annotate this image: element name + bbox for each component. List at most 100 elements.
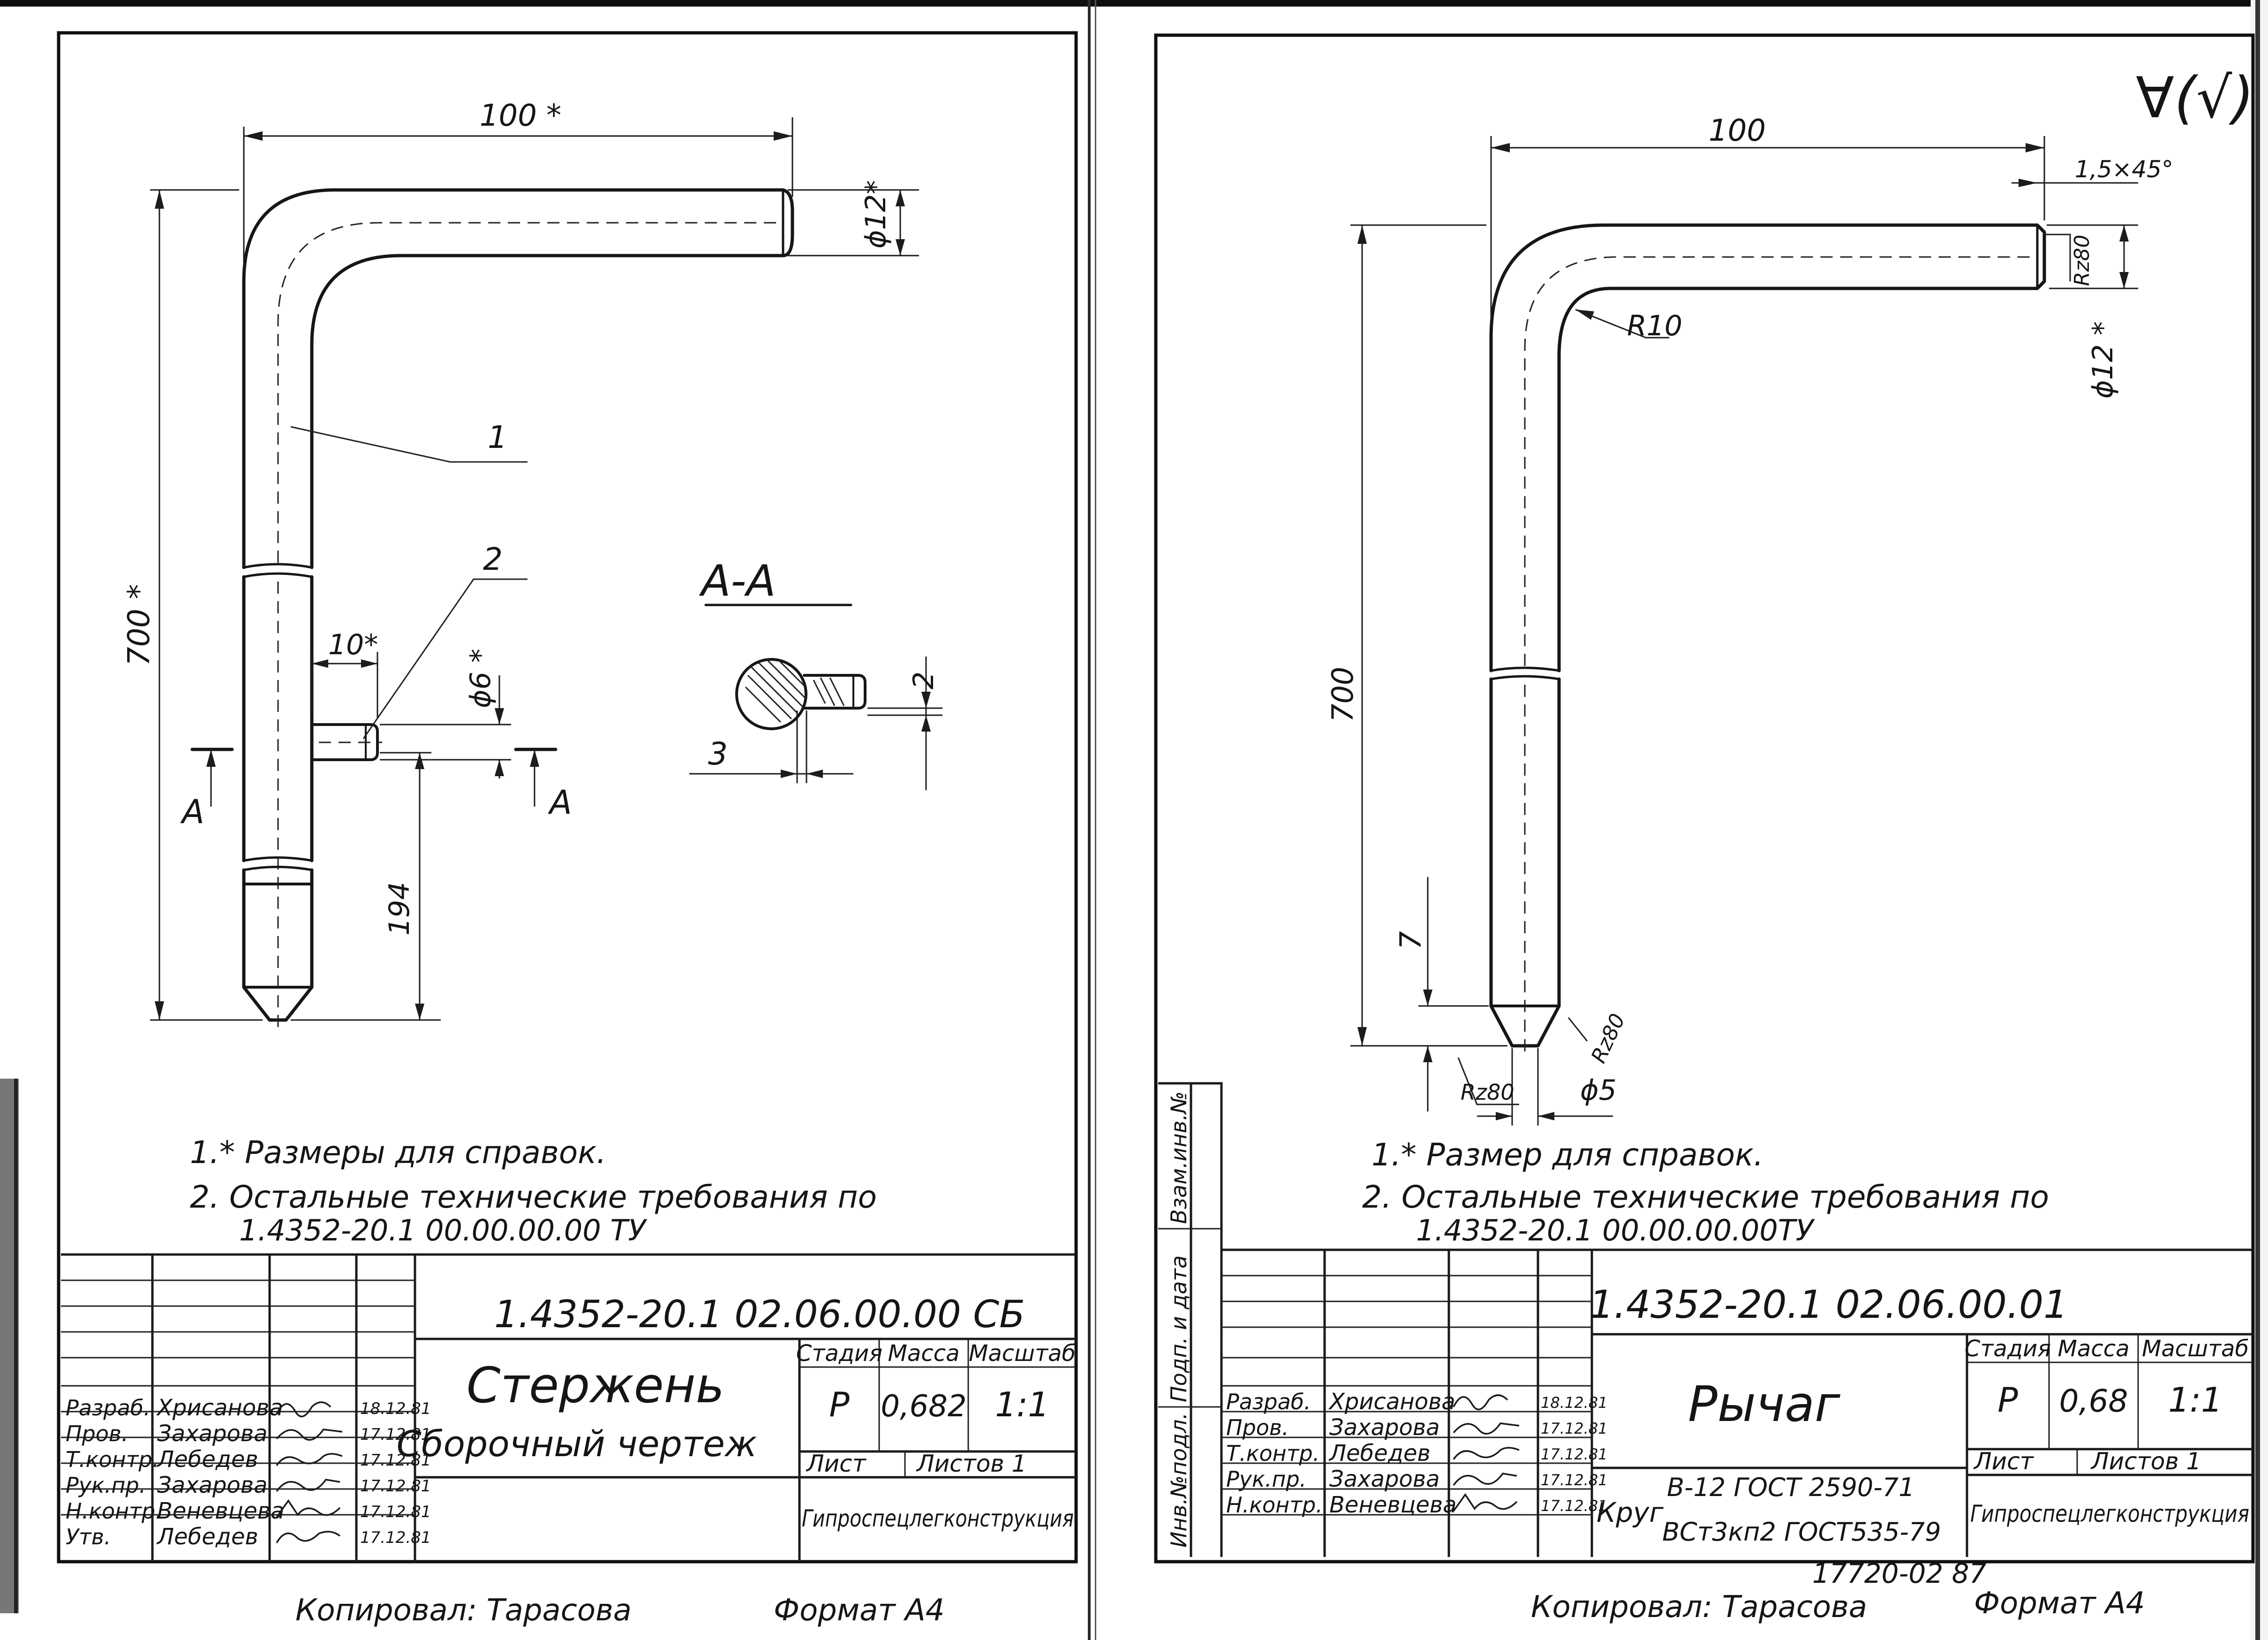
dim-roughness-end: Rz80 (2070, 234, 2094, 286)
section-dim-3: 3 (708, 736, 728, 772)
right-notes: 1.* Размер для справок. 2. Остальные тех… (1362, 1137, 2049, 1247)
left-footer: Копировал: Тарасова Формат А4 (295, 1593, 945, 1628)
designation: 1.4352-20.1 02.06.00.00 СБ (494, 1292, 1025, 1336)
callout-part-2: 2 (483, 541, 503, 577)
signature-row (1453, 1394, 1520, 1512)
material-line-2: ВСт3кп2 ГОСТ535-79 (1662, 1517, 1941, 1547)
organization: Гипроспецлегконструкция (1970, 1500, 2249, 1527)
name-row: Захарова (1329, 1414, 1440, 1441)
role-row: Т.контр. (66, 1447, 159, 1472)
part-name: Стержень (467, 1357, 724, 1414)
date-row: 17.12.81 (360, 1451, 431, 1470)
dim-diameter-rod: ϕ12 * (2087, 321, 2119, 399)
left-title-block: 1.4352-20.1 02.06.00.00 СБ Стержень Сбор… (61, 1253, 1076, 1562)
mass-value: 0,682 (881, 1389, 966, 1424)
name-row: Захарова (157, 1421, 268, 1447)
roughness-mark: ∀(√) (2136, 66, 2254, 131)
hdr-stage: Стадия (1965, 1336, 2051, 1362)
hdr-scale: Масштаб (2142, 1336, 2249, 1362)
dim-pin-diameter: ϕ6 * (464, 649, 497, 708)
dim-pin-offset: 10* (328, 628, 378, 661)
dim-height-pin: 194 (383, 882, 416, 936)
date-row: 17.12.81 (1541, 1445, 1608, 1463)
format-label: Формат А4 (1974, 1586, 2145, 1621)
date-row: 17.12.81 (360, 1425, 431, 1444)
left-rod (242, 188, 794, 1027)
section-a-a: A-A 3 2 (689, 556, 942, 790)
name-row: Веневцева (157, 1498, 285, 1524)
scan-top-edge (0, 0, 2268, 7)
dim-chamfer: 1,5×45° (2075, 156, 2173, 183)
stage-value: Р (1997, 1380, 2018, 1420)
name-row: Лебедев (156, 1446, 258, 1473)
dim-height-total: 700 * (122, 584, 157, 666)
role-row: Т.контр. (1226, 1441, 1319, 1466)
scale-value: 1:1 (995, 1385, 1049, 1424)
hdr-stage: Стадия (796, 1340, 882, 1367)
right-dimension-labels: 100 1,5×45° Rz80 R10 ϕ12 * 700 7 Rz80 Rz… (1326, 113, 2173, 1107)
dim-length-top: 100 (1709, 113, 1766, 148)
left-frame (57, 31, 1078, 1564)
stamp-number: 17720-02 87 (1812, 1557, 1987, 1589)
date-row: 17.12.81 (360, 1503, 431, 1521)
left-dimension-labels: 100 * ϕ12* 700 * 10* ϕ6 * 194 A A 1 2 (122, 98, 892, 936)
signature-row (276, 1401, 343, 1543)
section-title: A-A (699, 556, 776, 606)
role-row: Разраб. (66, 1395, 151, 1421)
sheets-label: Листов 1 (2090, 1448, 2201, 1475)
drawing-subtitle: Сборочный чертеж (397, 1423, 757, 1465)
designation: 1.4352-20.1 02.06.00.01 (1590, 1283, 2068, 1327)
hdr-mass: Масса (2057, 1336, 2129, 1362)
date-row: 18.12.81 (1541, 1394, 1608, 1412)
left-sheet: 100 * ϕ12* 700 * 10* ϕ6 * 194 A A 1 2 A-… (57, 31, 1078, 1628)
date-row: 17.12.81 (1541, 1471, 1608, 1489)
name-row: Лебедев (156, 1524, 258, 1550)
role-row: Рук.пр. (66, 1473, 146, 1498)
right-title-block: 1.4352-20.1 02.06.00.01 Рычаг Стадия Мас… (1221, 1248, 2253, 1557)
role-row: Разраб. (1226, 1389, 1311, 1414)
dim-roughness-tip-left: Rz80 (1461, 1080, 1515, 1105)
side-label-vzam-inv: Взам.инв.№ (1166, 1091, 1191, 1224)
dim-tip-length: 7 (1394, 931, 1428, 950)
role-row: Н.контр. (66, 1498, 162, 1524)
section-dim-2: 2 (907, 672, 940, 689)
scan-right-edge-line (2255, 0, 2260, 1640)
callout-part-1: 1 (488, 419, 507, 455)
right-sheet: ∀(√) (1154, 33, 2255, 1625)
role-row: Утв. (66, 1524, 111, 1549)
name-row: Хрисанова (1328, 1389, 1455, 1415)
role-row: Рук.пр. (1226, 1466, 1306, 1492)
right-rod (1489, 223, 2046, 1053)
right-footer: 17720-02 87 Копировал: Тарасова Формат А… (1531, 1557, 2145, 1625)
side-label-podp-data: Подп. и дата (1166, 1255, 1191, 1402)
dim-tip-diameter: ϕ5 (1580, 1074, 1617, 1107)
name-row: Захарова (1329, 1466, 1440, 1492)
format-label: Формат А4 (774, 1593, 945, 1628)
side-columns: Инв.№подл. Подп. и дата Взам.инв.№ (1158, 1082, 1223, 1557)
note-line-3: 1.4352-20.1 00.00.00.00 ТУ (239, 1213, 648, 1247)
hdr-scale: Масштаб (969, 1340, 1076, 1367)
name-row: Веневцева (1329, 1492, 1457, 1518)
note-line-1: 1.* Размеры для справок. (190, 1134, 606, 1171)
part-name: Рычаг (1688, 1375, 1841, 1433)
date-row: 17.12.81 (1541, 1497, 1608, 1515)
sheets-label: Листов 1 (916, 1450, 1026, 1477)
dim-diameter-rod: ϕ12* (859, 180, 892, 249)
role-row: Пров. (1226, 1415, 1289, 1440)
date-row: 17.12.81 (1541, 1420, 1608, 1437)
section-cut-label-left: A (180, 793, 204, 831)
note-line-1: 1.* Размер для справок. (1371, 1137, 1763, 1173)
material-prefix: Круг (1597, 1496, 1664, 1528)
name-row: Хрисанова (156, 1395, 283, 1421)
scale-value: 1:1 (2168, 1380, 2223, 1420)
date-row: 17.12.81 (360, 1528, 431, 1547)
section-cut-label-right: A (548, 783, 572, 822)
mass-value: 0,68 (2059, 1383, 2128, 1419)
left-notes: 1.* Размеры для справок. 2. Остальные те… (190, 1134, 877, 1247)
name-row: Лебедев (1328, 1440, 1431, 1466)
copied-by: Копировал: Тарасова (295, 1593, 632, 1628)
stage-value: Р (829, 1385, 850, 1424)
dim-roughness-tip: Rz80 (1587, 1010, 1630, 1067)
name-row: Захарова (157, 1472, 268, 1498)
